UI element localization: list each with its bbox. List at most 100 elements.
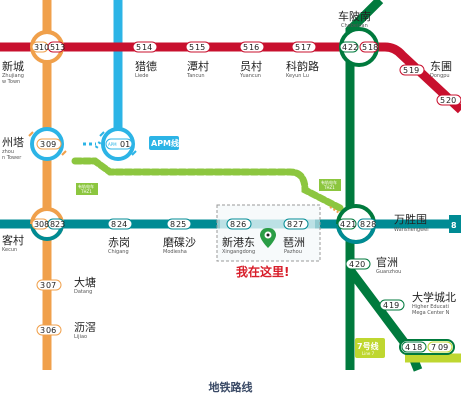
label-guangzhouta: 州塔 (2, 136, 24, 149)
apm-line-label: APM线 (151, 138, 179, 148)
svg-text:8: 8 (170, 220, 175, 229)
svg-text:23: 23 (55, 220, 65, 229)
label-guanzhou-py: Guanzhou (376, 269, 401, 275)
label-xincheng-py1: Zhujiang (2, 73, 24, 79)
svg-text:18: 18 (368, 43, 378, 52)
station-modiesha[interactable]: 8 25 (166, 218, 192, 230)
label-xingangdong-py: Xingangdong (222, 249, 255, 255)
station-xingangdong[interactable]: 8 26 (226, 218, 252, 230)
label-wanshengwei: 万胜围 (394, 212, 427, 226)
station-liede[interactable]: 5 14 (132, 41, 158, 53)
svg-text:22: 22 (348, 43, 358, 52)
label-keyunlu-py: Keyun Lu (286, 73, 309, 79)
interchange-wanshengwei[interactable]: 4 21 8 28 (336, 204, 377, 244)
label-kecun: 客村 (2, 233, 24, 247)
label-guangzhouta-py2: n Tower (2, 155, 22, 161)
svg-text:5: 5 (136, 43, 141, 52)
label-dongpu: 东圃 (430, 60, 452, 73)
direction-arrows (28, 131, 137, 156)
svg-text:4: 4 (405, 343, 410, 352)
station-chigang[interactable]: 8 24 (107, 218, 133, 230)
label-xingangdong: 新港东 (222, 235, 255, 249)
label-liede: 猎德 (135, 59, 157, 73)
station-daxuecheng[interactable]: 4 19 (379, 299, 405, 311)
svg-text:19: 19 (409, 66, 419, 75)
svg-text:5: 5 (403, 66, 408, 75)
label-wanshengwei-py: Wanshengwei (394, 227, 429, 233)
line-7-label: 7号线 (357, 341, 379, 351)
svg-text:8: 8 (50, 220, 55, 229)
station-tancun[interactable]: 5 15 (185, 41, 211, 53)
label-chebeinan-py: Chebeinan (341, 23, 368, 29)
svg-text:26: 26 (236, 220, 246, 229)
svg-text:5: 5 (50, 43, 55, 52)
svg-text:4: 4 (340, 220, 345, 229)
svg-text:17: 17 (301, 43, 311, 52)
svg-text:20: 20 (446, 96, 456, 105)
label-yuancun-py: Yuancun (239, 73, 261, 79)
tram-label-left: 有轨电车 THZ1 (76, 183, 98, 195)
station-pazhou[interactable]: 8 27 (283, 218, 309, 230)
svg-text:8: 8 (111, 220, 116, 229)
svg-text:10: 10 (39, 43, 49, 52)
interchange-bottom[interactable]: 4 18 7 09 (399, 339, 455, 355)
map-caption: 地铁路线 (208, 381, 253, 394)
svg-text:08: 08 (39, 220, 49, 229)
svg-text:09: 09 (46, 140, 56, 149)
tram-line (71, 157, 344, 212)
label-daxuecheng-py2: Mega Center N (412, 310, 450, 316)
svg-text:5: 5 (189, 43, 194, 52)
svg-text:06: 06 (46, 326, 56, 335)
station-dongpu[interactable]: 5 19 (399, 64, 425, 76)
interchange-xincheng[interactable]: 3 10 5 13 (30, 30, 65, 64)
label-chigang-py: Chigang (108, 249, 129, 255)
label-keyunlu: 科韵路 (286, 59, 319, 73)
svg-text:20: 20 (355, 260, 365, 269)
svg-text:3: 3 (34, 220, 39, 229)
label-kecun-py: Kecun (2, 247, 17, 253)
station-datang[interactable]: 3 07 (36, 279, 62, 291)
svg-text:5: 5 (440, 96, 445, 105)
apm-line-badge (149, 136, 179, 150)
label-datang: 大塘 (74, 275, 96, 289)
line-8-edge-badge (449, 215, 461, 233)
svg-text:16: 16 (249, 43, 259, 52)
interchange-kecun[interactable]: 3 08 8 23 (30, 207, 65, 241)
station-yuancun[interactable]: 5 16 (239, 41, 265, 53)
label-pazhou-py: Pazhou (284, 249, 302, 255)
label-guanzhou: 官洲 (376, 255, 398, 269)
svg-text:APM: APM (108, 142, 117, 147)
line-7-en: Line 7 (362, 351, 375, 356)
svg-text:8: 8 (360, 220, 365, 229)
line-5 (0, 42, 461, 114)
station-520[interactable]: 5 20 (436, 94, 461, 106)
interchange-apm01[interactable]: APM 01 (101, 127, 135, 161)
svg-text:4: 4 (383, 301, 388, 310)
station-keyunlu[interactable]: 5 17 (291, 41, 317, 53)
interchange-chebeinan[interactable]: 4 22 5 18 (339, 27, 379, 67)
label-chebeinan: 车陂南 (338, 9, 371, 23)
svg-text:4: 4 (349, 260, 354, 269)
label-lijiao: 沥滘 (74, 321, 96, 334)
svg-text:25: 25 (176, 220, 186, 229)
station-lijiao[interactable]: 3 06 (36, 324, 62, 336)
apm-line (83, 0, 123, 149)
line-7-badge (355, 338, 385, 358)
interchange-guangzhouta[interactable]: 3 09 (30, 127, 64, 161)
svg-text:13: 13 (55, 43, 65, 52)
svg-text:3: 3 (40, 281, 45, 290)
line-8-edge-label: 8 (451, 221, 457, 230)
svg-text:07: 07 (46, 281, 56, 290)
station-guanzhou[interactable]: 4 20 (345, 258, 371, 270)
svg-text:THZ1: THZ1 (323, 185, 335, 190)
svg-text:3: 3 (40, 140, 45, 149)
svg-text:8: 8 (287, 220, 292, 229)
label-lijiao-py: Lijiao (74, 334, 87, 340)
location-pin-icon (260, 228, 276, 248)
label-xincheng: 新城 (2, 59, 24, 73)
svg-text:21: 21 (346, 220, 356, 229)
svg-text:7: 7 (431, 343, 436, 352)
label-pazhou: 琶洲 (283, 236, 305, 249)
svg-text:有轨电车: 有轨电车 (321, 179, 337, 185)
